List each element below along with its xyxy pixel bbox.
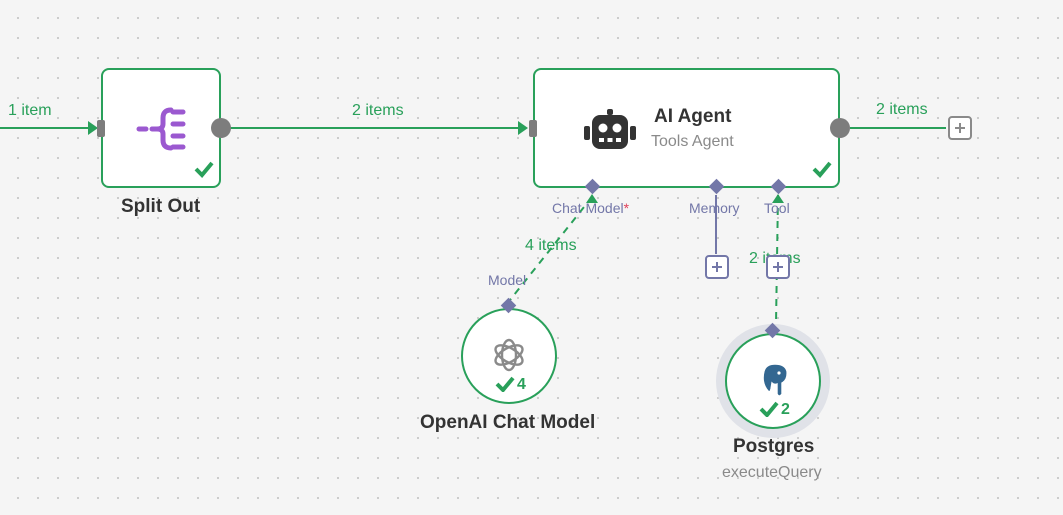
ai-agent-node[interactable]: AI Agent Tools Agent: [533, 68, 840, 188]
split-out-node[interactable]: [101, 68, 221, 188]
input-item-count: 1 item: [8, 102, 52, 119]
openai-logo-icon: [494, 338, 524, 372]
robot-icon: [584, 109, 636, 149]
openai-run-count: 4: [517, 376, 526, 393]
success-check-icon: [194, 161, 214, 178]
chat-model-count: 4 items: [525, 237, 577, 254]
edge-split-to-agent-arrow: [518, 121, 528, 135]
tool-port-label: Tool: [764, 200, 790, 216]
postgres-title: Postgres: [733, 436, 815, 457]
ai-agent-title: AI Agent: [654, 106, 732, 127]
split-out-title: Split Out: [121, 196, 201, 217]
success-check-icon: [812, 161, 832, 178]
add-node-after-agent-button[interactable]: [948, 116, 972, 140]
ai-agent-output-handle[interactable]: [830, 118, 850, 138]
chat-model-port-label: Chat Model*: [552, 200, 629, 216]
edge-tool-arrow: [772, 194, 784, 203]
openai-model-port-label: Model: [488, 272, 527, 288]
success-check-icon: [495, 376, 515, 392]
split-out-icon: [136, 107, 186, 151]
postgres-run-count: 2: [781, 401, 790, 418]
openai-title: OpenAI Chat Model: [420, 412, 596, 433]
edge-input-arrow: [88, 121, 98, 135]
postgres-elephant-icon: [762, 363, 788, 397]
add-memory-button[interactable]: [705, 255, 729, 279]
agent-output-count: 2 items: [876, 101, 928, 118]
split-to-agent-count: 2 items: [352, 102, 404, 119]
success-check-icon: [759, 401, 779, 417]
add-tool-button[interactable]: [766, 255, 790, 279]
postgres-node[interactable]: 2: [725, 333, 821, 429]
edge-chat-model-arrow: [586, 194, 598, 203]
edge-chat-model[interactable]: [509, 196, 593, 301]
chat-model-port-text: Chat Model: [552, 200, 624, 216]
memory-port-label: Memory: [689, 200, 740, 216]
edge-tool[interactable]: [775, 194, 779, 325]
split-out-output-handle[interactable]: [211, 118, 231, 138]
required-mark: *: [623, 200, 630, 216]
postgres-subtitle: executeQuery: [722, 464, 822, 481]
openai-chat-model-node[interactable]: 4: [461, 308, 557, 404]
ai-agent-input-handle[interactable]: [529, 120, 537, 137]
ai-agent-subtitle: Tools Agent: [651, 133, 734, 150]
split-out-input-handle[interactable]: [97, 120, 105, 137]
